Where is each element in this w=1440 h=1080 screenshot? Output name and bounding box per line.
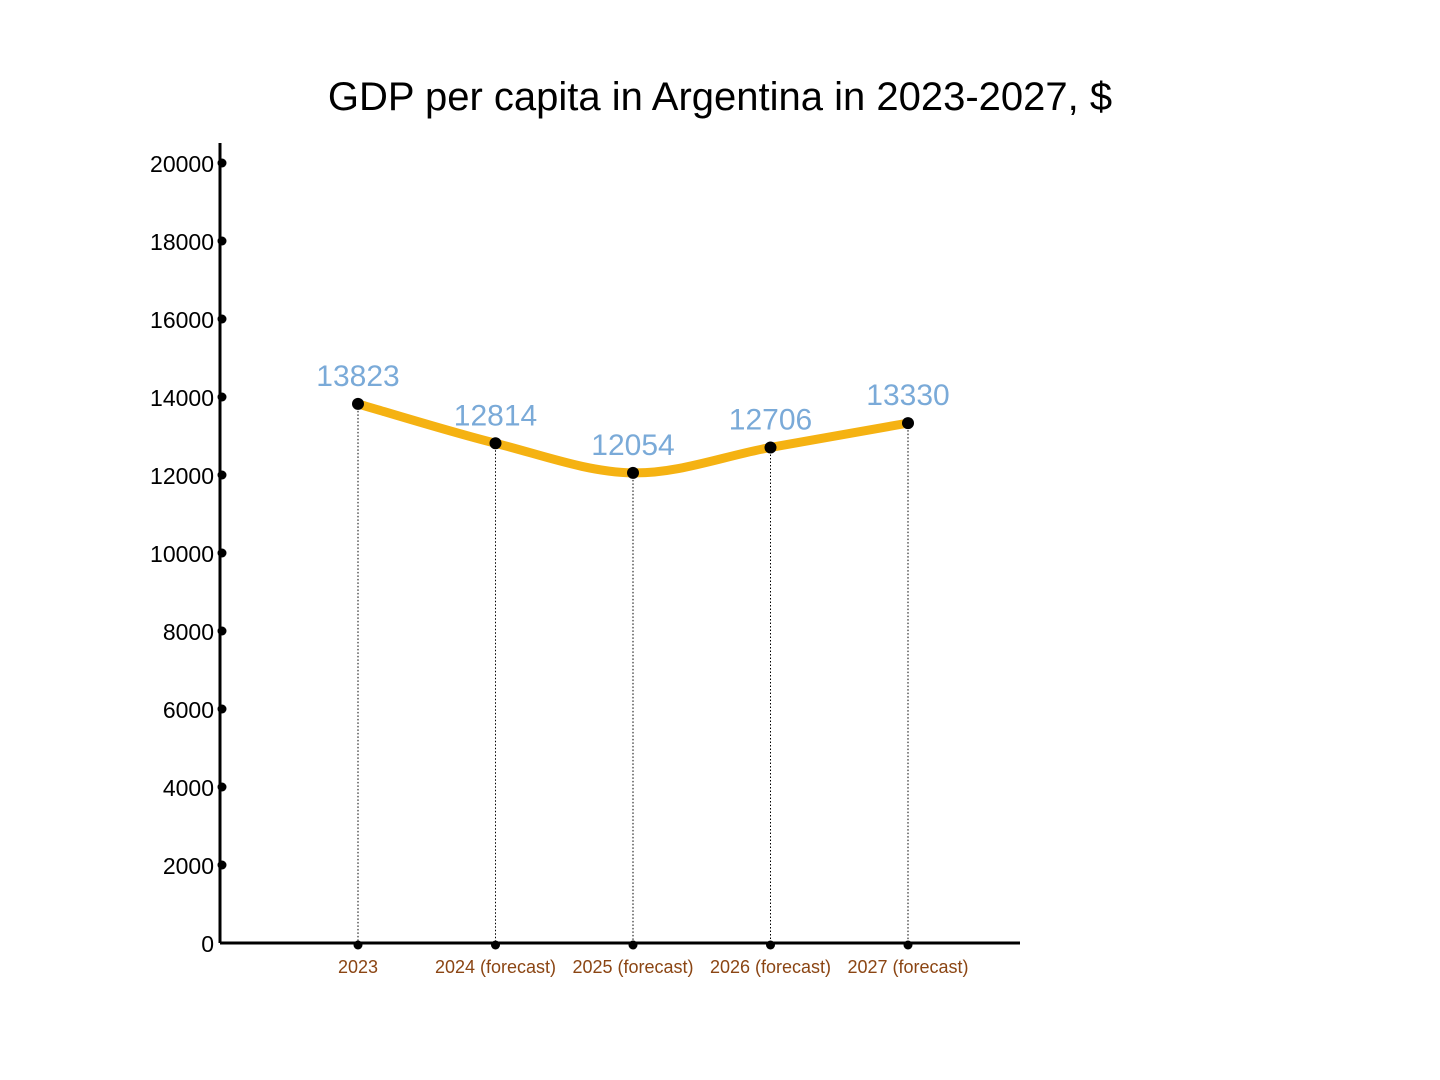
- y-tick-label: 4000: [163, 775, 214, 801]
- x-tick-dot: [766, 940, 775, 950]
- y-tick-label: 0: [201, 931, 214, 957]
- chart-title: GDP per capita in Argentina in 2023-2027…: [328, 75, 1112, 119]
- data-point: [902, 417, 914, 430]
- y-tick-dot: [217, 236, 227, 246]
- y-tick-label: 6000: [163, 697, 214, 723]
- data-label: 12054: [591, 429, 674, 462]
- data-markers: [352, 397, 914, 479]
- data-label: 13330: [866, 379, 949, 412]
- y-tick-dot: [217, 782, 227, 792]
- y-tick-dot: [217, 314, 227, 324]
- y-tick-label: 14000: [150, 385, 214, 411]
- x-tick-dot: [903, 940, 913, 950]
- y-axis-ticks: 0 2000 4000 6000 8000 10000 12000 14000 16000 180…: [150, 151, 227, 957]
- x-tick-label: 2023: [338, 957, 378, 977]
- x-tick-label: 2026 (forecast): [710, 957, 831, 977]
- data-label: 12706: [729, 403, 812, 436]
- data-labels: 13823 12814 12054 12706 13330: [316, 360, 949, 462]
- y-tick-dot: [217, 548, 227, 558]
- y-tick-label: 18000: [150, 229, 214, 255]
- data-label: 12814: [454, 399, 537, 432]
- y-tick-label: 8000: [163, 619, 214, 645]
- y-tick-dot: [217, 158, 227, 168]
- x-tick-label: 2027 (forecast): [847, 957, 968, 977]
- x-tick-dot: [628, 940, 638, 950]
- y-tick-dot: [217, 392, 227, 402]
- y-tick-dot: [217, 626, 227, 636]
- data-label: 13823: [316, 360, 399, 393]
- y-tick-dot: [217, 470, 227, 480]
- y-tick-label: 20000: [150, 151, 214, 177]
- data-point: [764, 441, 777, 454]
- y-tick-label: 12000: [150, 463, 214, 489]
- data-point: [627, 466, 639, 479]
- y-tick-dot: [217, 860, 227, 870]
- y-tick-dot: [217, 704, 227, 714]
- x-tick-label: 2025 (forecast): [572, 957, 693, 977]
- drop-lines: [357, 403, 909, 943]
- data-point: [352, 397, 364, 410]
- y-tick-label: 2000: [163, 853, 214, 879]
- x-tick-label: 2024 (forecast): [435, 957, 556, 977]
- y-tick-label: 10000: [150, 541, 214, 567]
- x-tick-dot: [491, 940, 500, 950]
- y-tick-label: 16000: [150, 307, 214, 333]
- x-axis-ticks: 2023 2024 (forecast) 2025 (forecast) 2026 (…: [338, 940, 969, 977]
- axes: [218, 143, 1020, 945]
- data-point: [489, 437, 502, 450]
- x-tick-dot: [353, 940, 363, 950]
